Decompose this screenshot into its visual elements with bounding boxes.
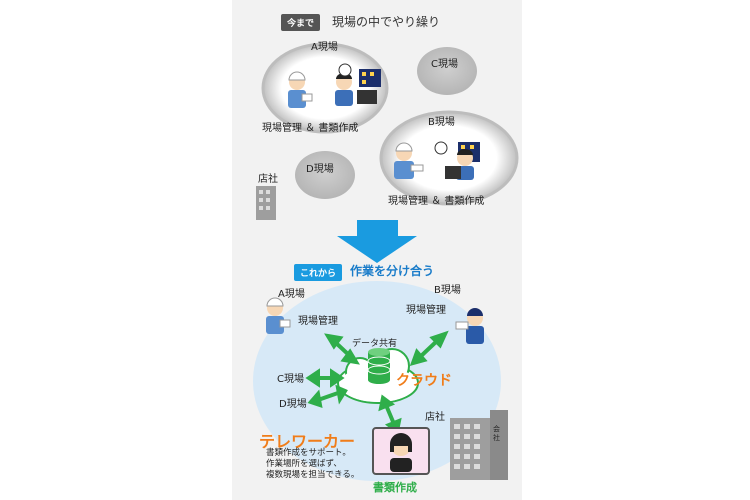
site-d-label: D現場 xyxy=(306,160,334,175)
mgmt-a-label: 現場管理 xyxy=(298,312,338,327)
database-icon xyxy=(368,348,390,384)
down-arrow xyxy=(337,220,417,263)
store-label-top: 店社 xyxy=(258,170,278,185)
before-heading: 現場の中でやり繰り xyxy=(332,13,440,30)
teleworker-desc-1: 書類作成をサポート。 xyxy=(266,448,351,459)
doc-work-label: 書類作成 xyxy=(373,479,417,495)
before-tag: 今まで xyxy=(281,14,320,31)
site-a-caption: 現場管理 ＆ 書類作成 xyxy=(262,119,358,134)
site-b-caption: 現場管理 ＆ 書類作成 xyxy=(388,192,484,207)
site-b-label: B現場 xyxy=(428,113,455,128)
mgmt-b-label: 現場管理 xyxy=(406,301,446,316)
site-d-bubble xyxy=(295,151,355,199)
teleworker-desc-3: 複数現場を担当できる。 xyxy=(266,470,359,481)
site-c-label: C現場 xyxy=(431,55,458,70)
company-building xyxy=(450,410,508,480)
after-heading: 作業を分け合う xyxy=(350,262,434,279)
teleworker-figure xyxy=(373,428,429,474)
site-a-label-bottom: A現場 xyxy=(278,285,305,300)
teleworker-desc-2: 作業場所を選ばず、 xyxy=(266,459,342,470)
data-share-label: データ共有 xyxy=(352,336,397,349)
after-tag: これから xyxy=(294,264,342,281)
store-building-top xyxy=(256,186,276,220)
store-label-bottom: 店社 xyxy=(425,408,445,423)
cloud-label: クラウド xyxy=(396,370,452,390)
site-d-label-bottom: D現場 xyxy=(279,395,307,410)
site-a-label: A現場 xyxy=(311,38,338,53)
site-c-label-bottom: C現場 xyxy=(277,370,304,385)
building-sign: 会社 xyxy=(493,425,501,443)
site-b-label-bottom: B現場 xyxy=(434,281,461,296)
